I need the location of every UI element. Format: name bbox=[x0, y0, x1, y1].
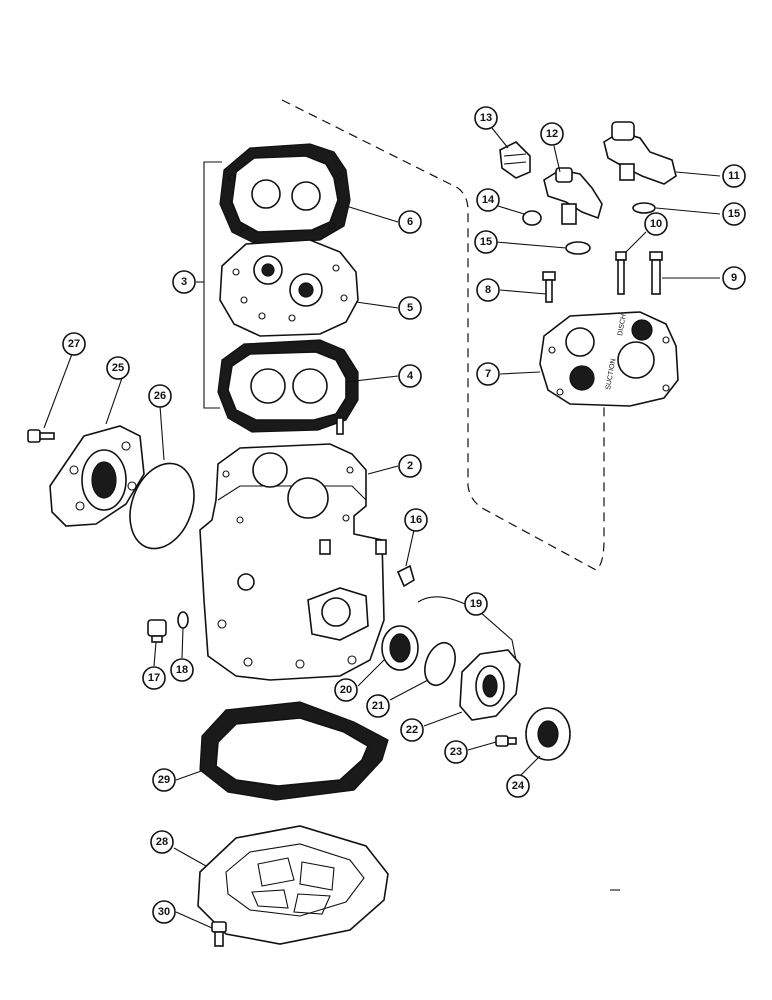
woodruff-key-16 bbox=[396, 564, 415, 588]
callout-19: 19 bbox=[464, 592, 488, 616]
callout-30-label: 30 bbox=[158, 906, 170, 918]
callout-14: 14 bbox=[476, 188, 500, 212]
leader-lines bbox=[43, 127, 721, 929]
callout-23-label: 23 bbox=[450, 746, 462, 758]
callout-18: 18 bbox=[170, 658, 194, 682]
callout-2-label: 2 bbox=[407, 460, 413, 472]
callout-27: 27 bbox=[62, 332, 86, 356]
callout-12: 12 bbox=[540, 122, 564, 146]
callout-3: 3 bbox=[172, 270, 196, 294]
o-ring-21 bbox=[424, 641, 456, 687]
o-ring-15-lower bbox=[565, 241, 591, 255]
callout-20-label: 20 bbox=[340, 684, 352, 696]
bearing-housing-part bbox=[49, 425, 145, 527]
callout-11: 11 bbox=[722, 164, 746, 188]
callout-28: 28 bbox=[150, 830, 174, 854]
service-port-cap-13 bbox=[499, 141, 531, 179]
callout-9-label: 9 bbox=[731, 272, 737, 284]
assembly-dashed-outline bbox=[281, 99, 605, 571]
seal-plate-22 bbox=[459, 649, 521, 721]
dust-cover-24 bbox=[525, 707, 571, 761]
callout-23: 23 bbox=[444, 740, 468, 764]
screw-27 bbox=[27, 429, 55, 443]
callout-22-label: 22 bbox=[406, 724, 418, 736]
callout-24: 24 bbox=[506, 774, 530, 798]
callout-25-label: 25 bbox=[112, 362, 124, 374]
callout-25: 25 bbox=[106, 356, 130, 380]
valve-plate-gasket-part bbox=[217, 339, 359, 435]
callout-10-label: 10 bbox=[650, 218, 662, 230]
callout-24-label: 24 bbox=[512, 780, 525, 792]
valve-plate-top-text: DISCH bbox=[617, 314, 628, 337]
callout-10: 10 bbox=[644, 212, 668, 236]
callout-21-label: 21 bbox=[372, 700, 384, 712]
service-valve-fitting-11 bbox=[603, 121, 677, 185]
callout-6-label: 6 bbox=[407, 216, 413, 228]
shaft-seal-20 bbox=[381, 625, 419, 671]
base-gasket-29 bbox=[199, 701, 389, 801]
bolt-10 bbox=[615, 251, 627, 295]
callout-17: 17 bbox=[142, 666, 166, 690]
callout-6: 6 bbox=[398, 210, 422, 234]
callout-26: 26 bbox=[148, 384, 172, 408]
callout-27-label: 27 bbox=[68, 338, 80, 350]
callout-2: 2 bbox=[398, 454, 422, 478]
callout-30: 30 bbox=[152, 900, 176, 924]
callout-15-upper-label: 15 bbox=[728, 208, 740, 220]
bolt-30 bbox=[211, 921, 227, 947]
callout-3-label: 3 bbox=[181, 276, 187, 288]
callout-15-lower-label: 15 bbox=[480, 236, 492, 248]
callout-7: 7 bbox=[476, 362, 500, 386]
callout-20: 20 bbox=[334, 678, 358, 702]
bracket-3 bbox=[203, 161, 222, 409]
callout-11-label: 11 bbox=[728, 170, 740, 182]
service-valve-fitting-12 bbox=[543, 167, 603, 225]
callout-28-label: 28 bbox=[156, 836, 168, 848]
callout-17-label: 17 bbox=[148, 672, 160, 684]
callout-29-label: 29 bbox=[158, 774, 170, 786]
callout-29: 29 bbox=[152, 768, 176, 792]
valve-plate-part bbox=[219, 239, 359, 337]
oil-plug-17 bbox=[147, 619, 167, 643]
callout-13: 13 bbox=[474, 106, 498, 130]
callout-15-upper: 15 bbox=[722, 202, 746, 226]
callout-13-label: 13 bbox=[480, 112, 492, 124]
callout-8: 8 bbox=[476, 278, 500, 302]
callout-7-label: 7 bbox=[485, 368, 491, 380]
callout-15-lower: 15 bbox=[474, 230, 498, 254]
callout-9: 9 bbox=[722, 266, 746, 290]
callout-14-label: 14 bbox=[482, 194, 495, 206]
bolt-9 bbox=[649, 251, 663, 295]
callout-8-label: 8 bbox=[485, 284, 491, 296]
callout-5: 5 bbox=[398, 296, 422, 320]
o-ring-26 bbox=[129, 462, 195, 550]
screw-23 bbox=[495, 735, 517, 747]
cap-seal-14 bbox=[522, 210, 542, 226]
head-gasket-part bbox=[219, 143, 351, 245]
callout-22: 22 bbox=[400, 718, 424, 742]
callout-19-label: 19 bbox=[470, 598, 482, 610]
callout-18-label: 18 bbox=[176, 664, 188, 676]
callout-4-label: 4 bbox=[407, 370, 414, 382]
callout-5-label: 5 bbox=[407, 302, 413, 314]
bolt-8 bbox=[542, 271, 556, 303]
callout-26-label: 26 bbox=[154, 390, 166, 402]
cylinder-head-part: DISCH SUCTION bbox=[539, 311, 679, 407]
o-ring-18 bbox=[177, 611, 189, 629]
callout-16-label: 16 bbox=[410, 514, 422, 526]
compressor-body-part bbox=[199, 443, 387, 681]
callout-16: 16 bbox=[404, 508, 428, 532]
callout-21: 21 bbox=[366, 694, 390, 718]
callout-12-label: 12 bbox=[546, 128, 558, 140]
callout-4: 4 bbox=[398, 364, 422, 388]
o-ring-15-upper bbox=[632, 202, 656, 214]
